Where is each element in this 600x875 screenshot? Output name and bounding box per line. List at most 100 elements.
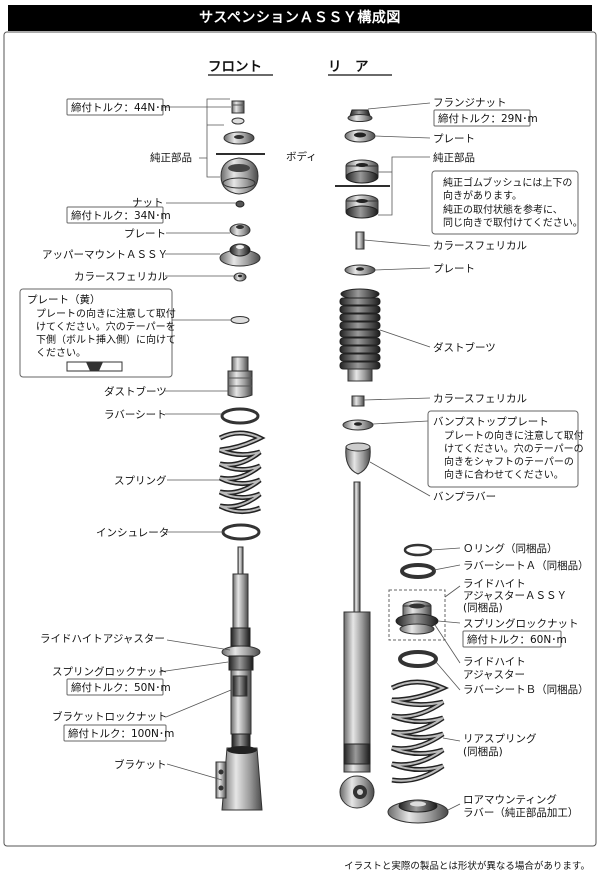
rear-dust-boot-label: ダストブーツ xyxy=(433,341,496,354)
rear-bump-plate-line-1: プレートの向きに注意して取付 xyxy=(444,429,584,442)
rear-lower-mount-line-2: ラバー（純正部品加工） xyxy=(463,806,578,819)
rear-collar-part xyxy=(355,231,365,250)
rear-ride-height-assy-line-1: ライドハイト xyxy=(463,578,526,590)
front-upper-mount-part xyxy=(219,243,261,267)
rear-bump-plate-part xyxy=(342,419,374,431)
rear-torque-flange-label: 締付トルク：29N･m xyxy=(438,112,538,125)
front-header: フロント xyxy=(208,59,262,75)
front-insulator-label: インシュレータ xyxy=(96,527,169,539)
front-spring-highlight xyxy=(219,432,263,513)
rear-plate2-label: プレート xyxy=(433,263,475,275)
rear-bump-rubber-part xyxy=(345,442,371,475)
rear-ride-height-adjuster-line-1: ライドハイト xyxy=(463,656,526,668)
rear-lower-mount-part xyxy=(387,799,449,824)
front-plate-yellow-part xyxy=(230,316,250,324)
front-genuine-mount-bottom xyxy=(220,157,259,195)
rear-bushing-upper xyxy=(345,159,379,184)
rear-ride-height-assy-line-2: アジャスターＡＳＳＹ xyxy=(463,590,567,602)
rear-collar-label: カラースフェリカル xyxy=(433,240,527,252)
rear-o-ring-label: Ｏリング（同梱品） xyxy=(463,542,558,555)
outer-frame xyxy=(3,31,597,847)
front-bracket-lock-nut-label: ブラケットロックナット xyxy=(52,710,168,723)
title-bar: サスペンションＡＳＳＹ構成図 xyxy=(8,5,592,31)
rear-bump-plate-line-2: けてください。穴のテーパーの xyxy=(444,442,584,455)
front-torque-nut-box xyxy=(66,206,164,224)
rear-spring-highlight xyxy=(391,681,446,782)
rear-plate-label: プレート xyxy=(433,133,475,145)
front-plate-note-line-3: 下側（ボルト挿入側）に向けて xyxy=(36,333,176,346)
front-plate-note-title: プレート（黄） xyxy=(27,293,101,306)
front-top-nut xyxy=(231,100,245,114)
rear-torque-spring-lock-box xyxy=(462,630,562,648)
rear-spring-line-1: リアスプリング xyxy=(463,732,537,745)
footnote: イラストと実際の製品とは形状が異なる場合があります。 xyxy=(344,861,590,872)
rear-torque-flange-box xyxy=(433,109,531,127)
front-torque-spring-lock-box xyxy=(66,678,164,696)
front-plate-note-box xyxy=(19,288,173,378)
rear-rubber-seat-b-part xyxy=(398,650,438,668)
front-torque-top-box xyxy=(66,98,164,116)
front-plate-note-line-4: ください。 xyxy=(36,347,86,359)
front-collar-part xyxy=(233,272,247,282)
rear-o-ring-part xyxy=(403,543,433,557)
rear-bushing-note-line-1: 純正ゴムブッシュには上下の xyxy=(443,176,572,189)
rear-bump-rubber-label: バンプラバー xyxy=(433,491,496,503)
front-rubber-seat-label: ラバーシート xyxy=(104,409,167,421)
front-insulator-part xyxy=(221,523,261,541)
front-bracket-label: ブラケット xyxy=(114,758,167,771)
front-torque-nut-label: 締付トルク：34N･m xyxy=(71,209,171,222)
rear-shock-absorber xyxy=(339,481,375,809)
rear-bushing-lower xyxy=(345,194,379,219)
page-title: サスペンションＡＳＳＹ構成図 xyxy=(199,10,401,26)
rear-bushing-note-line-2: 向きがあります。 xyxy=(443,189,522,202)
rear-rubber-seat-b-label: ラバーシートＢ（同梱品） xyxy=(463,683,589,696)
front-torque-bracket-lock-box xyxy=(63,724,167,742)
rear-flange-nut-part xyxy=(347,109,373,122)
rear-rubber-seat-a-label: ラバーシートＡ（同梱品） xyxy=(463,559,589,572)
front-plate-label: プレート xyxy=(124,228,166,240)
rear-header: リ ア xyxy=(328,59,369,75)
rear-ride-height-assy-part xyxy=(395,600,439,635)
ride-height-assy-dashed-box xyxy=(388,589,446,641)
front-plate-note-line-1: プレートの向きに注意して取付 xyxy=(36,307,176,320)
front-nut-label: ナット xyxy=(132,197,164,209)
front-spring-label: スプリング xyxy=(114,474,167,487)
leader-lines xyxy=(158,98,461,811)
rear-genuine-parts-label: 純正部品 xyxy=(433,151,475,164)
front-torque-spring-lock-label: 締付トルク：50N･m xyxy=(71,681,171,694)
rear-ride-height-assy-line-3: (同梱品) xyxy=(463,601,503,614)
rear-torque-spring-lock-label: 締付トルク：60N･m xyxy=(467,633,567,646)
front-bracket-part xyxy=(215,746,263,811)
front-genuine-parts-label: 純正部品 xyxy=(150,151,192,164)
front-dust-boot-label: ダストブーツ xyxy=(104,385,167,398)
front-nut-part xyxy=(235,200,245,208)
rear-collar2-label: カラースフェリカル xyxy=(433,393,527,405)
front-dust-boot-part xyxy=(227,356,253,398)
rear-rubber-seat-a-part xyxy=(400,563,436,579)
rear-bump-plate-line-4: 向きに合わせてください。 xyxy=(444,468,564,481)
front-plate-note-illustration xyxy=(66,361,123,372)
rear-plate2-part xyxy=(344,264,376,276)
rear-spring-lock-nut-label: スプリングロックナット xyxy=(463,617,579,630)
front-washer xyxy=(231,117,245,125)
front-spring-lock-nut-label: スプリングロックナット xyxy=(52,665,168,678)
rear-collar2-part xyxy=(351,395,365,407)
front-shock-absorber xyxy=(221,546,261,749)
body-label: ボディ xyxy=(286,150,317,163)
rear-bushing-note-line-3: 純正の取付状態を参考に、 xyxy=(443,203,563,216)
front-collar-label: カラースフェリカル xyxy=(74,271,168,283)
rear-ride-height-adjuster-line-2: アジャスター xyxy=(463,669,525,681)
rear-bushing-note-line-4: 同じ向きで取付けてください。 xyxy=(443,216,583,229)
rear-plate-part xyxy=(344,129,376,143)
front-genuine-mount-top xyxy=(223,131,255,145)
rear-flange-nut-label: フランジナット xyxy=(433,97,507,109)
rear-bushing-note-box xyxy=(431,170,579,235)
front-upper-mount-label: アッパーマウントＡＳＳＹ xyxy=(42,249,168,261)
front-plate-note-line-2: けてください。穴のテーパーを xyxy=(36,320,176,333)
front-spring-part xyxy=(218,430,266,514)
front-torque-top-label: 締付トルク：44N･m xyxy=(71,101,171,114)
rear-lower-mount-line-1: ロアマウンティング xyxy=(463,793,557,806)
front-ride-height-adjuster-label: ライドハイトアジャスター xyxy=(40,633,165,645)
rear-dust-boot-part xyxy=(339,288,381,382)
